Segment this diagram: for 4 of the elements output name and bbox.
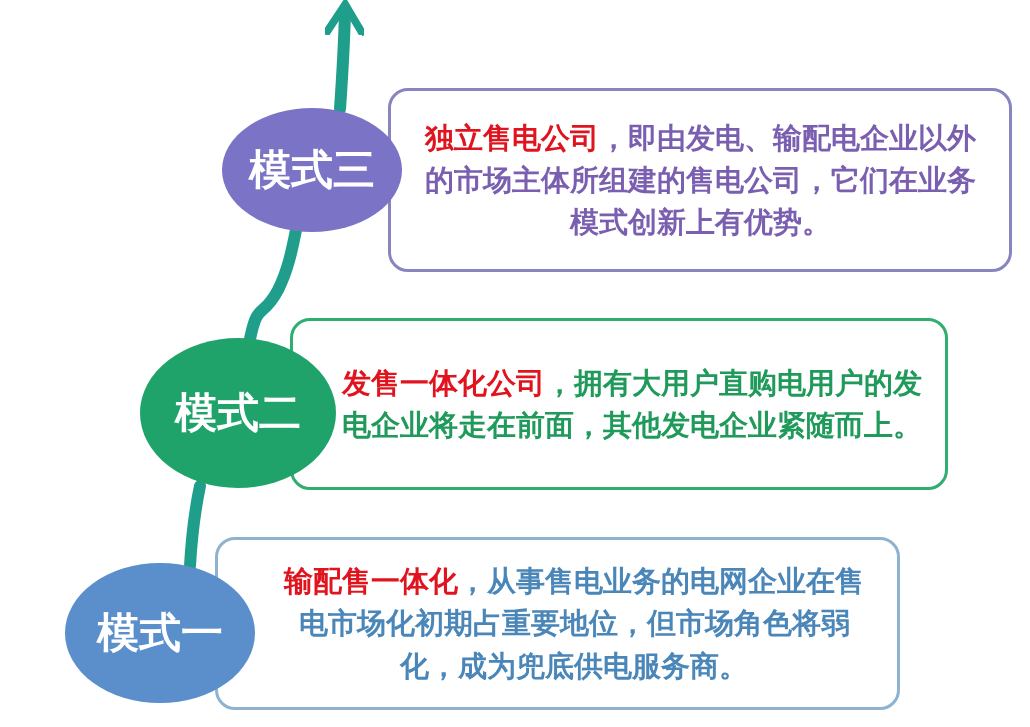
- mode-ellipse: 模式三: [222, 108, 402, 232]
- text-box: 独立售电公司，即由发电、输配电企业以外的市场主体所组建的售电公司，它们在业务模式创新上有优势。: [388, 88, 1012, 272]
- mode-ellipse: 模式一: [65, 563, 255, 703]
- mode-ellipse: 模式二: [140, 338, 336, 488]
